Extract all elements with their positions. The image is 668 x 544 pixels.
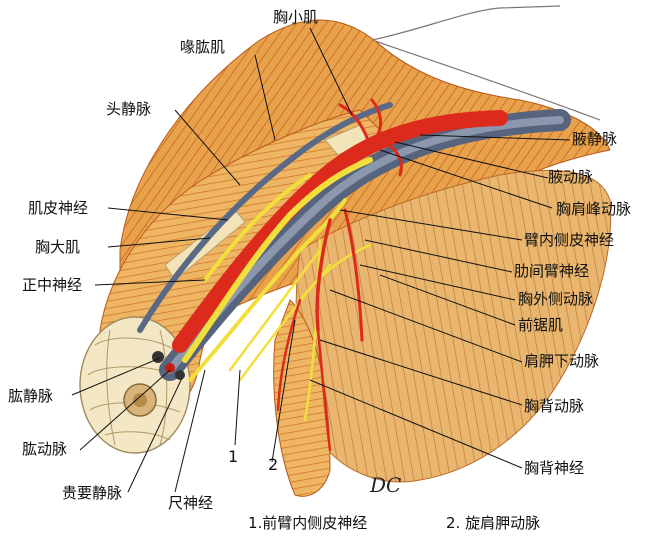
marker-2: 2 <box>268 455 279 474</box>
legend-item-1: 1.前臂内侧皮神经 <box>248 514 368 532</box>
chest-outline <box>371 5 601 121</box>
label-intercostobrachial-nerve: 肋间臂神经 <box>514 262 590 280</box>
label-musculocutaneous-nerve: 肌皮神经 <box>28 199 89 217</box>
label-thoracodorsal-nerve: 胸背神经 <box>524 459 585 477</box>
musculocutaneous-nerve <box>203 173 312 282</box>
brachial-vein-opening <box>152 351 164 363</box>
thoracodorsal-nerve <box>303 238 322 422</box>
label-medial-brachial-cutaneous-nerve: 臂内侧皮神经 <box>524 231 615 249</box>
lateral-thoracic-artery <box>343 208 364 342</box>
latissimus-muscle <box>273 299 331 497</box>
label-basilic-vein: 贵要静脉 <box>62 484 123 502</box>
label-coracobrachialis: 喙肱肌 <box>180 38 226 56</box>
marker-1: 1 <box>228 447 239 466</box>
label-ulnar-nerve: 尺神经 <box>168 494 214 512</box>
label-lateral-thoracic-artery: 胸外侧动脉 <box>518 290 594 308</box>
label-axillary-vein: 腋静脉 <box>572 130 618 148</box>
brachial-artery-opening <box>165 363 175 373</box>
label-pectoralis-major: 胸大肌 <box>35 238 81 256</box>
ulnar-nerve <box>188 198 347 382</box>
label-subscapular-artery: 肩胛下动脉 <box>524 352 600 370</box>
circumflex-scapular-artery <box>276 298 302 412</box>
label-cephalic-vein: 头静脉 <box>106 100 152 118</box>
intercostobrachial-nerve <box>298 243 372 302</box>
label-axillary-artery: 腋动脉 <box>548 168 594 186</box>
thoracodorsal-artery <box>316 328 332 452</box>
label-median-nerve: 正中神经 <box>22 276 83 294</box>
label-brachial-vein: 肱静脉 <box>8 387 54 405</box>
humerus-marrow <box>133 393 147 407</box>
label-serratus-anterior: 前锯肌 <box>518 316 564 334</box>
axillary-artery <box>172 110 508 353</box>
label-thoracoacromial-artery: 胸肩峰动脉 <box>556 200 632 218</box>
cephalic-vein <box>137 102 393 333</box>
artist-signature: DC <box>370 473 402 497</box>
median-nerve <box>182 157 373 363</box>
subscapular-artery <box>315 218 332 332</box>
legend-item-2: 2. 旋肩胛动脉 <box>446 514 541 532</box>
leader-lines <box>71 27 571 493</box>
label-thoracodorsal-artery: 胸背动脉 <box>524 397 585 415</box>
thoracoacromial-artery <box>338 98 403 177</box>
basilic-vein-opening <box>175 370 185 380</box>
label-pectoralis-minor: 胸小肌 <box>273 8 319 26</box>
label-brachial-artery: 肱动脉 <box>22 440 68 458</box>
